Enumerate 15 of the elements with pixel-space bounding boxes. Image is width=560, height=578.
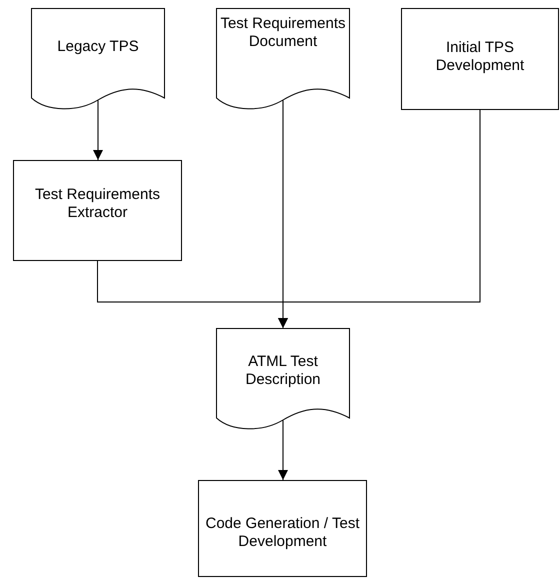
node-label: Initial TPS Development — [434, 39, 526, 75]
process-box — [198, 480, 367, 577]
node-label: Test Requirements Extractor — [34, 186, 162, 222]
connector-arrow — [93, 100, 103, 160]
document-shape — [216, 328, 350, 430]
node-label: ATML Test Description — [244, 353, 322, 389]
process-box — [401, 8, 559, 110]
node-label: Test Requirements Document — [220, 15, 346, 51]
document-shape — [31, 8, 165, 110]
connector-arrow — [278, 110, 480, 328]
connector-arrow — [278, 420, 288, 480]
process-box — [13, 160, 182, 261]
node-label: Legacy TPS — [56, 38, 140, 56]
node-label: Code Generation / Test Development — [204, 515, 360, 551]
document-shape — [216, 8, 350, 110]
